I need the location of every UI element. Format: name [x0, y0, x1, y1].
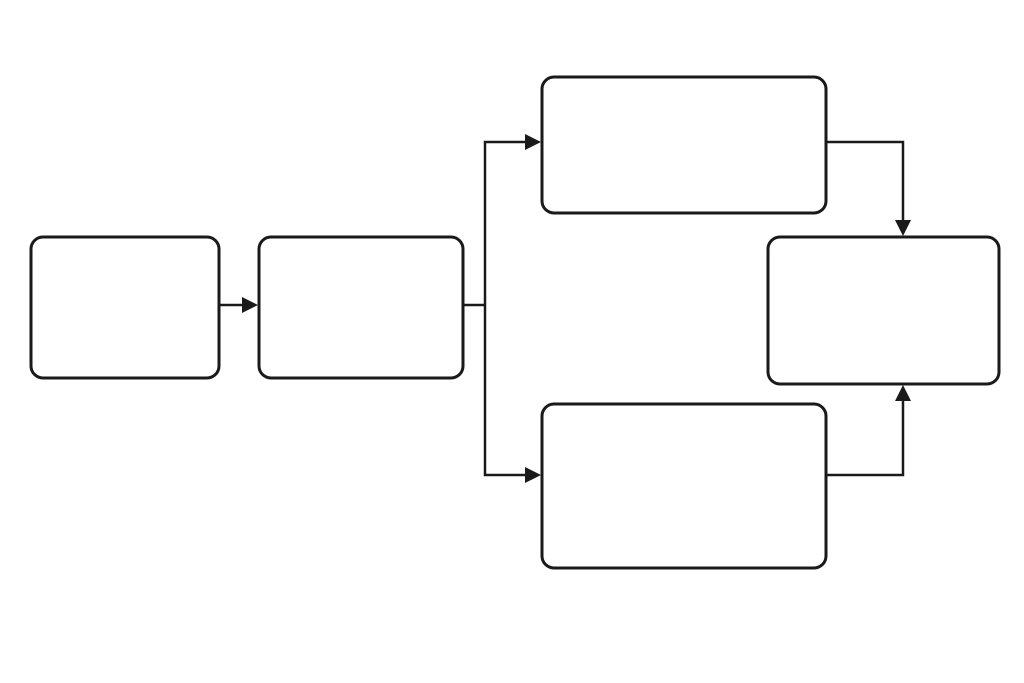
box-2 [257, 235, 465, 380]
box-4-bottom [540, 402, 828, 570]
edges [219, 134, 911, 483]
arrowhead-right-box-from-bottom-icon [895, 385, 911, 401]
edge-box2-to-top-box [483, 140, 527, 305]
arrowhead-box2-icon [242, 297, 258, 313]
arrowhead-top-box-icon [525, 134, 541, 150]
box-5-right [766, 235, 1001, 386]
edge-box2-to-bottom-box [483, 305, 527, 477]
arrowhead-bottom-box-icon [525, 467, 541, 483]
nodes [29, 75, 1001, 570]
box-1 [29, 235, 221, 380]
edge-top-box-to-right-box [826, 140, 905, 222]
edge-bottom-box-to-right-box [826, 399, 905, 477]
box-3-top [540, 75, 828, 215]
arrowhead-right-box-from-top-icon [895, 220, 911, 236]
